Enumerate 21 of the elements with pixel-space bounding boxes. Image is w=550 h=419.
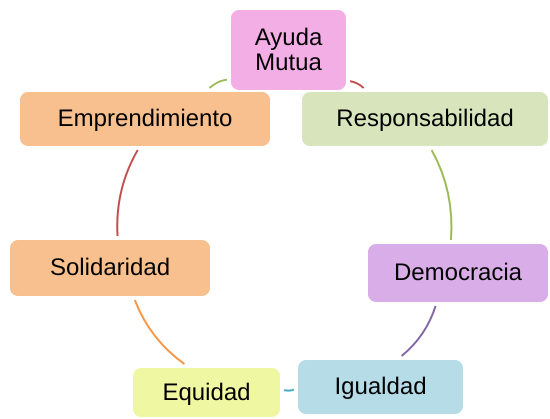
box-label: Igualdad xyxy=(334,374,427,400)
rounded-box xyxy=(368,244,548,302)
connector-arc xyxy=(400,306,437,357)
box-label: Responsabilidad xyxy=(336,106,514,132)
rounded-box xyxy=(231,10,346,90)
box-label: Ayuda Mutua xyxy=(254,24,324,76)
box-label: Equidad xyxy=(162,380,251,406)
rounded-box xyxy=(302,92,548,146)
connector-arc xyxy=(134,300,185,365)
box-label: Democracia xyxy=(394,260,522,286)
connector-arc xyxy=(116,150,139,236)
rounded-box xyxy=(20,92,270,146)
box-label: Solidaridad xyxy=(50,255,170,281)
rounded-box xyxy=(298,360,463,414)
rounded-box xyxy=(10,240,210,296)
connector-arc xyxy=(284,388,294,392)
box-label: Emprendimiento xyxy=(58,106,232,132)
connector-arc xyxy=(208,78,228,89)
rounded-box xyxy=(133,368,280,417)
connector-arc xyxy=(430,150,452,240)
connector-arc xyxy=(350,80,364,89)
